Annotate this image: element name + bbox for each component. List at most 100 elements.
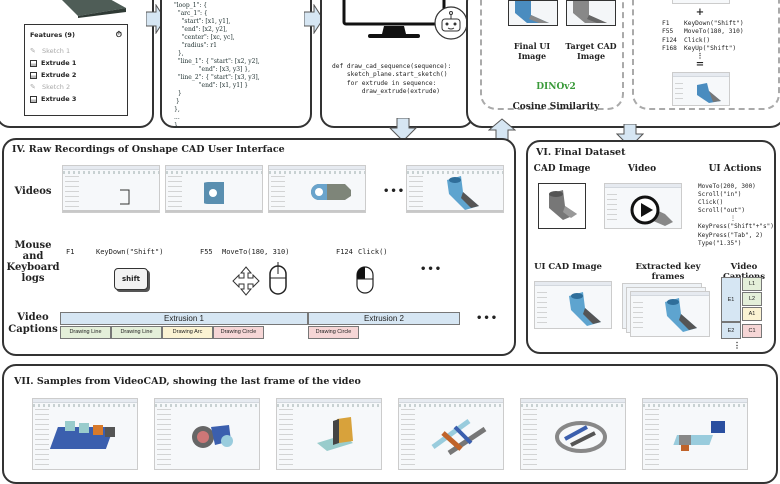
dinov2-label: DINOv2 [536,82,576,92]
code-line: def draw_cad_sequence(sequence): [332,63,452,70]
final-ui-label: Final UI Image [513,41,551,61]
similarity-box [480,0,624,110]
frame-id: F55 [200,248,213,256]
robot-icon [434,6,468,40]
step-caption[interactable]: Drawing Circle [213,326,264,339]
ellipsis-vertical: ⋮ [696,51,704,60]
ellipsis-vertical: ⋮ [730,215,736,223]
feature-label: Extrude 3 [41,95,77,103]
cad-model-panel: Features (9) ⏱ ✎ Sketch 1 Extrude 1 Extrude… [0,0,154,128]
json-line: ... [174,114,180,121]
ui-actions-label: UI Actions [708,164,762,174]
caption-E1[interactable]: E1 [721,277,741,322]
feature-item[interactable]: Extrude 2 [30,69,122,81]
cad-image [538,183,586,229]
equals-sign: = [695,59,705,70]
code-line: draw_extrude(extrude) [332,88,441,96]
feature-item[interactable]: Extrude 1 [30,57,122,69]
ellipsis: ••• [383,186,406,197]
sample-ring-with-bars[interactable] [520,398,626,470]
ui-action: MoveTo(200, 300) [698,183,756,190]
frame-id: F1 [66,248,75,256]
frame-id: F124 [662,36,677,44]
json-line: "radius": r1 [174,42,217,49]
sample-angle-plate[interactable] [276,398,382,470]
extrusion-caption[interactable]: Extrusion 1 [60,312,308,325]
sample-bushing-bracket[interactable] [154,398,260,470]
json-line: }, [174,50,184,57]
feature-label: Sketch 1 [42,47,71,55]
caption-C1[interactable]: C1 [742,324,762,338]
frame-id: F1 [662,20,670,27]
extrusion-caption[interactable]: Extrusion 2 [308,312,460,325]
feature-item[interactable]: Extrude 3 [30,93,122,105]
dataset-video[interactable] [604,183,682,229]
cad-image-label: CAD Image [533,164,591,174]
caption-L2[interactable]: L2 [742,292,762,306]
ui-action: KeyPress("Shift"+"s") [698,223,774,231]
sample-frame-with-rods[interactable] [398,398,504,470]
agent-panel: def draw_cad_sequence(sequence): sketch_… [320,0,474,128]
json-line: } [174,90,182,97]
ui-action: Click() [698,199,724,207]
sketch-pencil-icon: ✎ [30,47,36,55]
json-line: "center": [xc, yc], [174,34,235,41]
video-frame-last[interactable] [406,165,504,213]
json-line: "arc_1": { [174,10,208,17]
step-caption[interactable]: Drawing Line [60,326,111,339]
step-caption[interactable]: Drawing Arc [162,326,213,339]
json-line: "end": [x3, y3] }, [174,66,251,73]
caption-E2[interactable]: E2 [721,322,741,339]
caption-L1[interactable]: L1 [742,277,762,291]
json-line: "line_1": { "start": [x2, y2], [174,58,260,65]
json-sequence-panel: "loop_1": { "arc_1": { "start": [x1, y1]… [160,0,312,130]
replay-start-frame [672,0,730,4]
play-icon[interactable] [605,184,681,228]
extrude-icon [30,59,37,67]
captions-label: Video Captions [8,312,58,335]
mouse-click-icon [356,266,374,294]
feature-item[interactable]: ✎ Sketch 1 [30,45,122,57]
json-code: "loop_1": { "arc_1": { "start": [x1, y1]… [174,2,260,130]
video-frame-2[interactable] [165,165,263,213]
json-line: "line_2": { "start": [x3, y3], [174,74,260,81]
frame-id: F55 [662,28,674,36]
cad-model-thumbnail [62,0,126,18]
plus-sign: + [695,7,705,18]
arrow-down-icon [389,118,417,142]
samples-title: VII. Samples from VideoCAD, showing the … [14,376,361,387]
feature-label: Extrude 2 [41,71,77,79]
step-caption[interactable]: Drawing Circle [308,326,359,339]
features-list: Features (9) ⏱ ✎ Sketch 1 Extrude 1 Extrude… [24,24,128,116]
video-frame-3[interactable] [268,165,366,213]
json-line: } [174,122,178,129]
ui-actions-list: MoveTo(200, 300)Scroll("in")Click()Scrol… [698,183,774,248]
ui-action: Scroll("out") [698,207,745,215]
step-caption[interactable]: Drawing Line [111,326,162,339]
feature-label: Extrude 1 [41,59,77,67]
sketch-pencil-icon: ✎ [30,83,36,91]
caption-A1[interactable]: A1 [742,307,762,321]
arrow-right-icon [304,4,324,34]
frame-id: F124 [336,248,353,256]
features-header: Features (9) [30,31,75,39]
mouse-icon [269,262,287,295]
timer-icon: ⏱ [115,30,122,39]
video-frame-1[interactable] [62,165,160,213]
sample-tray-with-cylinders[interactable] [32,398,138,470]
sample-block-with-nut[interactable] [642,398,748,470]
key-frame-front [630,291,710,337]
json-line: } [174,98,180,105]
ui-action: Scroll("in") [698,191,742,199]
replay-box [632,0,780,110]
frame-id: F168 [662,45,677,53]
feature-item[interactable]: ✎Sketch 2 [30,81,122,93]
target-cad-image [566,0,616,26]
logs-label: Mouse and Keyboard logs [6,240,60,284]
action-text: KeyUp("Shift") [684,45,737,53]
log-entry: F124 Click() [336,248,388,257]
log-action: Click() [358,248,388,256]
